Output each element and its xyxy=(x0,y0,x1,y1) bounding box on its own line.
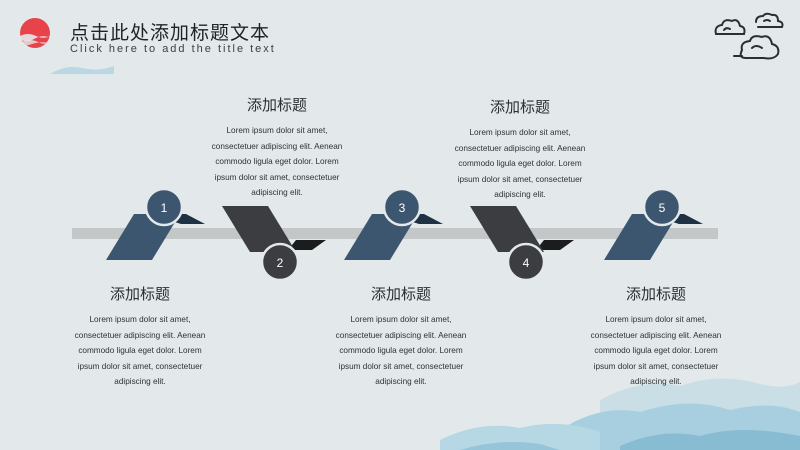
step-1-body: Lorem ipsum dolor sit amet, consectetuer… xyxy=(55,312,225,390)
body-line: commodo ligula eget dolor. Lorem xyxy=(339,346,463,355)
step-2-text: 添加标题 Lorem ipsum dolor sit amet, consect… xyxy=(192,94,362,201)
step-5-text: 添加标题 Lorem ipsum dolor sit amet, consect… xyxy=(571,283,741,390)
body-line: ipsum dolor sit amet, consectetuer xyxy=(457,174,583,184)
cloud-icon xyxy=(714,12,784,60)
step-3-text: 添加标题 Lorem ipsum dolor sit amet, consect… xyxy=(316,283,486,390)
step-5-number: 5 xyxy=(659,201,666,215)
red-sun-logo-icon xyxy=(20,18,52,48)
body-line: commodo ligula eget dolor. Lorem xyxy=(215,157,339,166)
body-line: consectetuer adipiscing elit. Aenean xyxy=(454,143,586,153)
step-2-marker: 2 xyxy=(222,206,326,282)
step-4-number: 4 xyxy=(523,256,530,270)
step-2-number: 2 xyxy=(277,256,284,270)
body-line: consectetuer adipiscing elit. Aenean xyxy=(211,141,343,151)
body-line: adipiscing elit. xyxy=(375,377,427,386)
body-line: ipsum dolor sit amet, consectetuer xyxy=(338,361,464,371)
body-line: adipiscing elit. xyxy=(630,377,682,386)
step-4-heading: 添加标题 xyxy=(489,98,550,116)
step-5-marker: 5 xyxy=(604,187,703,260)
body-line: Lorem ipsum dolor sit amet, xyxy=(469,128,571,137)
body-line: ipsum dolor sit amet, consectetuer xyxy=(77,361,203,371)
step-4-body: Lorem ipsum dolor sit amet, consectetuer… xyxy=(435,125,605,203)
body-line: consectetuer adipiscing elit. Aenean xyxy=(335,330,467,340)
step-3-number: 3 xyxy=(399,201,406,215)
body-line: commodo ligula eget dolor. Lorem xyxy=(458,159,582,168)
body-line: commodo ligula eget dolor. Lorem xyxy=(594,346,718,355)
step-1-text: 添加标题 Lorem ipsum dolor sit amet, consect… xyxy=(55,283,225,390)
body-line: consectetuer adipiscing elit. Aenean xyxy=(590,330,722,340)
page-subtitle: Click here to add the title text xyxy=(70,43,276,55)
body-line: ipsum dolor sit amet, consectetuer xyxy=(214,172,340,182)
step-4-marker: 4 xyxy=(470,206,574,282)
body-line: ipsum dolor sit amet, consectetuer xyxy=(593,361,719,371)
step-3-heading: 添加标题 xyxy=(370,285,431,303)
body-line: adipiscing elit. xyxy=(251,188,303,197)
body-line: consectetuer adipiscing elit. Aenean xyxy=(74,330,206,340)
step-1-heading: 添加标题 xyxy=(109,285,170,303)
body-line: adipiscing elit. xyxy=(114,377,166,386)
body-line: Lorem ipsum dolor sit amet, xyxy=(605,315,707,324)
step-1-marker: 1 xyxy=(106,187,205,260)
step-5-body: Lorem ipsum dolor sit amet, consectetuer… xyxy=(571,312,741,390)
step-4-text: 添加标题 Lorem ipsum dolor sit amet, consect… xyxy=(435,96,605,203)
step-1-number: 1 xyxy=(161,201,168,215)
page-title: 点击此处添加标题文本 xyxy=(70,22,271,44)
step-3-body: Lorem ipsum dolor sit amet, consectetuer… xyxy=(316,312,486,390)
body-line: adipiscing elit. xyxy=(494,190,546,199)
body-line: commodo ligula eget dolor. Lorem xyxy=(78,346,202,355)
step-3-marker: 3 xyxy=(344,187,443,260)
body-line: Lorem ipsum dolor sit amet, xyxy=(226,126,328,135)
step-5-heading: 添加标题 xyxy=(625,285,686,303)
logo-wave-icon xyxy=(50,66,114,74)
body-line: Lorem ipsum dolor sit amet, xyxy=(350,315,452,324)
step-2-body: Lorem ipsum dolor sit amet, consectetuer… xyxy=(192,123,362,201)
body-line: Lorem ipsum dolor sit amet, xyxy=(89,315,191,324)
step-2-heading: 添加标题 xyxy=(246,96,307,114)
